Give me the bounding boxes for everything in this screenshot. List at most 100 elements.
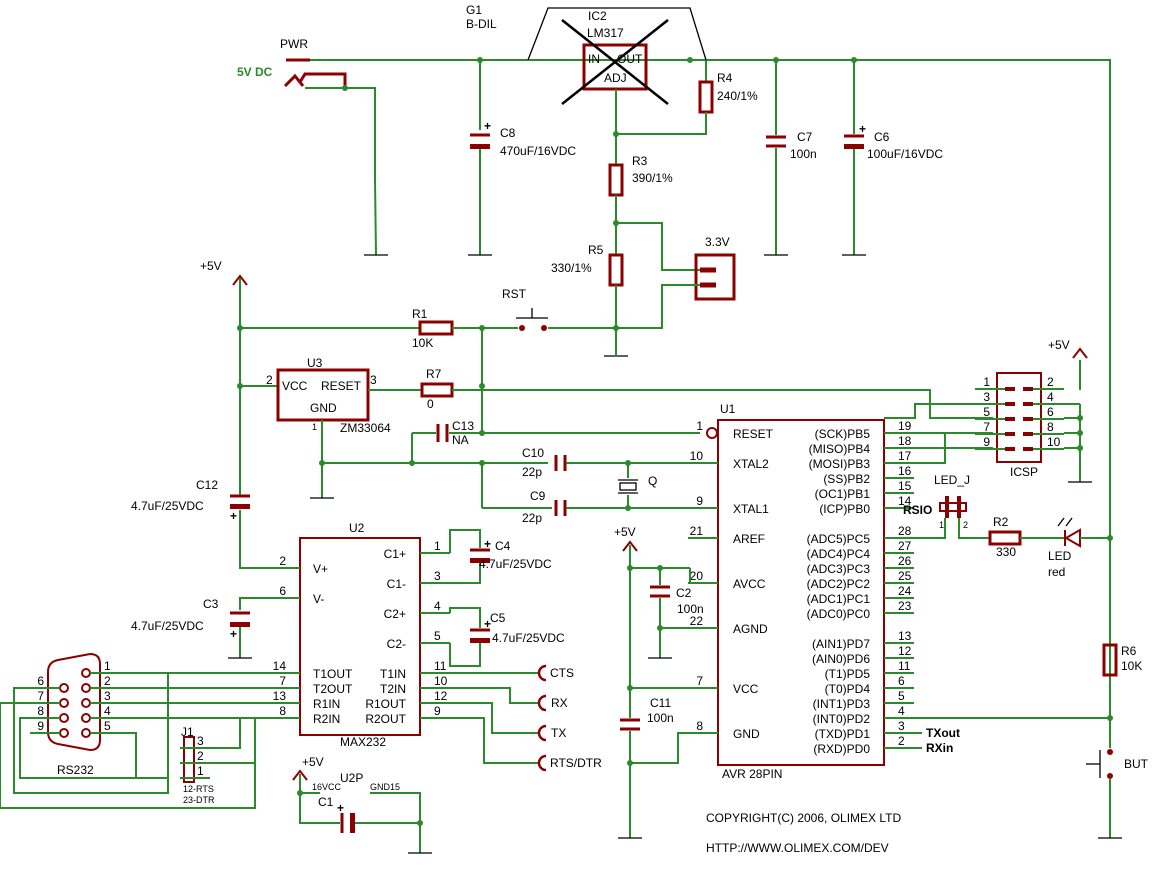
- u1-pin-number: 16: [898, 464, 912, 478]
- u1-pin-number: 21: [690, 524, 704, 538]
- c13-value: NA: [452, 433, 469, 447]
- u1-pin-number: 1: [696, 419, 703, 433]
- r3-value: 390/1%: [632, 171, 673, 185]
- ic2-value: LM317: [587, 26, 624, 40]
- url: HTTP://WWW.OLIMEX.COM/DEV: [706, 841, 889, 855]
- p5v-u2p: +5V: [302, 755, 324, 769]
- icsp-pin-number: 10: [1047, 435, 1061, 449]
- u1-pin-name: (OC1)PB1: [815, 487, 871, 501]
- u1-pin-name: VCC: [733, 682, 759, 696]
- u1-pin-number: 25: [898, 569, 912, 583]
- u2-pin-number: 10: [434, 674, 448, 688]
- r4-body: [698, 80, 714, 114]
- u2-pin-name: R1OUT: [365, 697, 406, 711]
- u1-pin-name: XTAL1: [733, 502, 769, 516]
- u1-pin-number: 14: [898, 494, 912, 508]
- j1-note-b: 23-DTR: [183, 795, 215, 805]
- u2p-label: U2P: [340, 771, 363, 785]
- c5-value: 4.7uF/25VDC: [492, 631, 565, 645]
- svg-text:16VCC: 16VCC: [312, 782, 342, 792]
- tx-signal: TX: [551, 726, 566, 740]
- r5-body: [608, 253, 624, 287]
- u1-pin-number: 6: [898, 674, 905, 688]
- u2-pin-name: T2OUT: [313, 682, 353, 696]
- ic2-label: IC2: [588, 9, 607, 23]
- rx-signal: RX: [551, 696, 568, 710]
- r2-label: R2: [993, 515, 1009, 529]
- u1-pin-name: (AIN1)PD7: [812, 637, 870, 651]
- u1-pin-number: 4: [898, 704, 905, 718]
- u2-pin-name: V-: [313, 592, 324, 606]
- u1-pin-name: AREF: [733, 532, 765, 546]
- r1-value: 10K: [412, 336, 433, 350]
- svg-text:+: +: [230, 627, 237, 641]
- ledj-label: LED_J: [934, 473, 970, 487]
- icsp-label: ICSP: [1010, 465, 1038, 479]
- r2-value: 330: [996, 545, 1016, 559]
- crystal-section: C10 22p C9 22p Q: [481, 446, 712, 525]
- svg-text:+: +: [484, 537, 491, 551]
- u1-pin-name: (MOSI)PB3: [809, 457, 871, 471]
- lm317-in: IN: [588, 52, 600, 66]
- c2-label: C2: [676, 586, 692, 600]
- r4-label: R4: [717, 71, 733, 85]
- j1-label: J1: [181, 725, 194, 739]
- u1-part: AVR 28PIN: [722, 767, 782, 781]
- rtsdtr-signal: RTS/DTR: [550, 756, 602, 770]
- rs232-label: RS232: [57, 763, 94, 777]
- db9-pin-number: 4: [104, 704, 111, 718]
- u1-pin-name: (T1)PD5: [825, 667, 871, 681]
- u1-pin-number: 15: [898, 479, 912, 493]
- c6-label: C6: [874, 130, 890, 144]
- u2-pin-number: 11: [434, 659, 447, 673]
- icsp-pin-number: 3: [983, 390, 990, 404]
- svg-text:GND: GND: [310, 401, 337, 415]
- rs232-section: + C12 4.7uF/25VDC + C3 4.7uF/25VDC U2 MA…: [0, 478, 602, 854]
- u1-pin-number: 18: [898, 434, 912, 448]
- u2-pin-number: 2: [279, 554, 286, 568]
- power-section: PWR 5V DC G1 B-DIL IC2 LM317 IN OUT ADJ …: [237, 3, 1111, 718]
- u1-pin-name: RESET: [733, 427, 774, 441]
- u2-pin-name: R1IN: [313, 697, 340, 711]
- j1-header: [183, 736, 195, 783]
- r6-value: 10K: [1121, 659, 1142, 673]
- icsp-pin-number: 1: [983, 375, 990, 389]
- icsp-header: [996, 372, 1042, 463]
- u2-pin-number: 8: [279, 704, 286, 718]
- u1-pin-number: 7: [696, 674, 703, 688]
- dc-label: 5V DC: [237, 65, 273, 79]
- c11-value: 100n: [647, 711, 674, 725]
- u2-pin-number: 6: [279, 584, 286, 598]
- icsp-pin-number: 8: [1047, 420, 1054, 434]
- u2-pin-number: 13: [273, 689, 287, 703]
- lm317-adj: ADJ: [604, 71, 627, 85]
- u2-part: MAX232: [340, 735, 386, 749]
- c12-label: C12: [196, 478, 218, 492]
- c3-value: 4.7uF/25VDC: [131, 619, 204, 633]
- r3-label: R3: [632, 154, 648, 168]
- txout-label: TXout: [926, 726, 960, 740]
- db9-pin-number: 1: [104, 659, 111, 673]
- g1-label: G1: [466, 3, 482, 17]
- u1-pin-name: (ADC0)PC0: [807, 607, 871, 621]
- cts-signal: CTS: [550, 666, 574, 680]
- u1-section: U1 AVR 28PIN 1RESET10XTAL29XTAL121AREF20…: [614, 402, 914, 839]
- u2-pin-number: 14: [273, 659, 287, 673]
- c8-value: 470uF/16VDC: [500, 144, 576, 158]
- j1-note-a: 12-RTS: [183, 784, 214, 794]
- r4-value: 240/1%: [717, 89, 758, 103]
- c12-value: 4.7uF/25VDC: [131, 499, 204, 513]
- c7-value: 100n: [790, 147, 817, 161]
- j1-pin-number: 3: [197, 734, 204, 748]
- p5v-left: +5V: [200, 259, 222, 273]
- svg-text:VCC: VCC: [282, 379, 308, 393]
- but-label: BUT: [1124, 757, 1149, 771]
- j1-pin-number: 2: [197, 749, 204, 763]
- u2-pin-number: 12: [434, 689, 448, 703]
- u1-pin-number: 19: [898, 419, 912, 433]
- u1-pin-number: 12: [898, 644, 912, 658]
- copyright: COPYRIGHT(C) 2006, OLIMEX LTD: [706, 811, 901, 825]
- u1-pin-name: (INT1)PD3: [813, 697, 871, 711]
